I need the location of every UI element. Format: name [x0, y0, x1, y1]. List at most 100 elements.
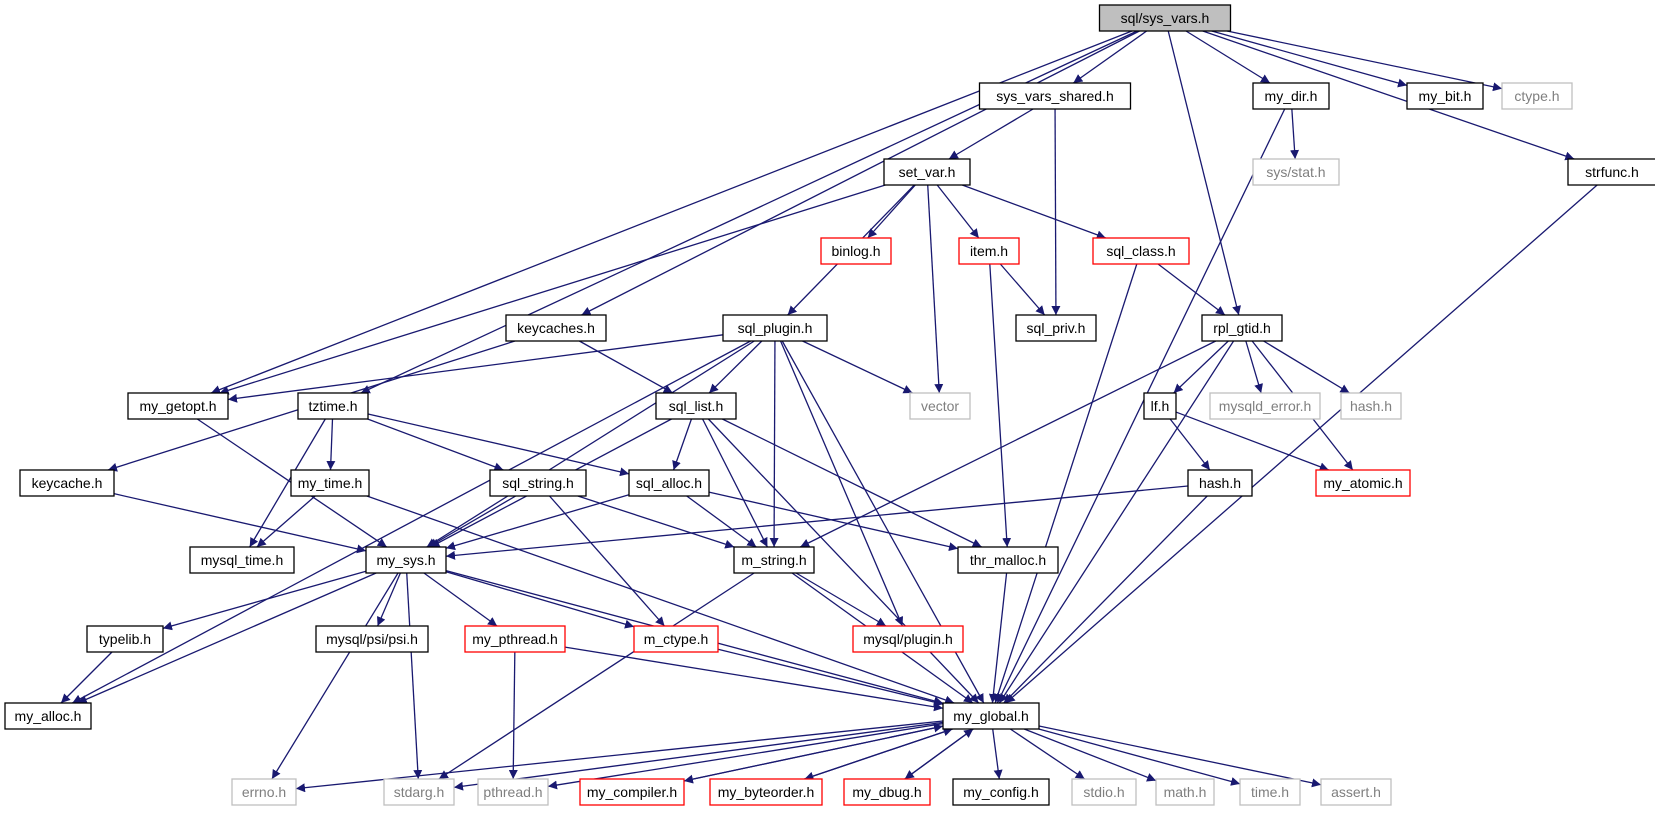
edge-sql_alloc-to-my_sys	[445, 494, 630, 551]
node-label: ctype.h	[1514, 88, 1559, 104]
edge-sql_plugin-to-my_alloc	[72, 340, 751, 704]
node-sql-plugin[interactable]: sql_plugin.h	[722, 314, 828, 342]
node-my-dir[interactable]: my_dir.h	[1252, 82, 1330, 110]
node-label: my_global.h	[953, 708, 1029, 724]
node-binlog[interactable]: binlog.h	[820, 237, 892, 265]
node-label: my_config.h	[963, 784, 1038, 800]
node-set-var[interactable]: set_var.h	[883, 158, 971, 186]
node-sql-priv[interactable]: sql_priv.h	[1015, 314, 1097, 342]
node-mysql-plugin[interactable]: mysql/plugin.h	[852, 625, 964, 653]
edge-lf-to-hash	[1169, 418, 1211, 471]
node-m-ctype[interactable]: m_ctype.h	[633, 625, 719, 653]
node-sys-vars[interactable]: sql/sys_vars.h	[1098, 4, 1232, 32]
node-ctype: ctype.h	[1501, 82, 1573, 110]
node-my-dbug[interactable]: my_dbug.h	[843, 778, 931, 806]
node-my-sys[interactable]: my_sys.h	[365, 546, 447, 574]
node-label: item.h	[970, 243, 1008, 259]
node-my-compiler[interactable]: my_compiler.h	[579, 778, 685, 806]
node-my-getopt[interactable]: my_getopt.h	[127, 392, 229, 420]
edge-tztime-to-my_time	[326, 418, 336, 471]
edge-my_dbug-to-my_global	[904, 728, 974, 780]
node-strfunc[interactable]: strfunc.h	[1567, 158, 1655, 186]
node-lf[interactable]: lf.h	[1143, 392, 1177, 420]
edge-sql_plugin-to-sql_list	[708, 340, 763, 394]
node-box	[505, 314, 607, 342]
node-box	[1187, 469, 1253, 497]
edge-sys_vars-to-keycaches	[581, 30, 1140, 316]
node-label: sql_plugin.h	[738, 320, 813, 336]
node-box	[1098, 4, 1232, 32]
edge-rpl_gtid-to-lf	[1173, 340, 1229, 394]
edge-sql_plugin-to-my_sys	[426, 340, 755, 548]
edge-sql_alloc-to-m_string	[686, 495, 757, 548]
node-my-global[interactable]: my_global.h	[942, 702, 1040, 730]
node-box	[189, 546, 295, 574]
node-sql-string[interactable]: sql_string.h	[489, 469, 587, 497]
edge-my_time-to-mysql_time	[256, 495, 316, 548]
node-assert: assert.h	[1320, 778, 1392, 806]
edge-rpl_gtid-to-hash_gray	[1263, 340, 1350, 394]
node-thr-malloc[interactable]: thr_malloc.h	[957, 546, 1059, 574]
edge-my_global-to-math	[1023, 728, 1157, 782]
node-sql-list[interactable]: sql_list.h	[655, 392, 737, 420]
node-label: hash.h	[1350, 398, 1392, 414]
node-box	[843, 778, 931, 806]
node-box	[297, 392, 369, 420]
node-label: keycaches.h	[517, 320, 595, 336]
node-my-alloc[interactable]: my_alloc.h	[4, 702, 92, 730]
node-box	[978, 82, 1132, 110]
edge-my_byteorder-to-my_global	[804, 727, 953, 780]
node-label: m_string.h	[741, 552, 806, 568]
node-my-bit[interactable]: my_bit.h	[1406, 82, 1484, 110]
node-label: hash.h	[1199, 475, 1241, 491]
node-my-time[interactable]: my_time.h	[290, 469, 370, 497]
node-box	[1315, 469, 1411, 497]
edge-sys_vars-to-my_bit	[1211, 30, 1408, 88]
node-keycaches[interactable]: keycaches.h	[505, 314, 607, 342]
node-typelib[interactable]: typelib.h	[86, 625, 164, 653]
node-psi[interactable]: mysql/psi/psi.h	[315, 625, 429, 653]
node-tztime[interactable]: tztime.h	[297, 392, 369, 420]
node-box	[86, 625, 164, 653]
node-my-atomic[interactable]: my_atomic.h	[1315, 469, 1411, 497]
node-box	[1201, 314, 1283, 342]
edge-my_global-to-stdarg	[453, 721, 944, 791]
edge-set_var-to-vector	[927, 184, 944, 394]
node-my-config[interactable]: my_config.h	[952, 778, 1050, 806]
edge-my_dir-to-sys_stat	[1290, 108, 1300, 160]
node-box	[958, 237, 1020, 265]
edge-item-to-thr_malloc	[989, 263, 1012, 548]
node-label: mysqld_error.h	[1219, 398, 1312, 414]
edge-sql_plugin-to-my_getopt	[227, 334, 724, 403]
node-my-pthread[interactable]: my_pthread.h	[464, 625, 566, 653]
edge-strfunc-to-my_global	[1005, 184, 1598, 704]
edge-tztime-to-mysql_time	[249, 418, 326, 548]
node-label: pthread.h	[483, 784, 542, 800]
node-sql-alloc[interactable]: sql_alloc.h	[628, 469, 710, 497]
node-my-byteorder[interactable]: my_byteorder.h	[709, 778, 823, 806]
node-rpl-gtid[interactable]: rpl_gtid.h	[1201, 314, 1283, 342]
node-label: my_sys.h	[376, 552, 435, 568]
node-hash[interactable]: hash.h	[1187, 469, 1253, 497]
edge-item-to-sql_priv	[999, 263, 1046, 316]
node-m-string[interactable]: m_string.h	[733, 546, 815, 574]
node-label: my_bit.h	[1419, 88, 1472, 104]
edge-set_var-to-sql_class	[961, 184, 1107, 240]
node-label: sql_class.h	[1106, 243, 1175, 259]
node-mysql-time[interactable]: mysql_time.h	[189, 546, 295, 574]
node-box	[477, 778, 549, 806]
edge-my_sys-to-psi	[376, 572, 402, 627]
node-item[interactable]: item.h	[958, 237, 1020, 265]
node-label: lf.h	[1151, 398, 1170, 414]
node-label: typelib.h	[99, 631, 151, 647]
node-label: stdarg.h	[394, 784, 445, 800]
edge-set_var-to-my_getopt	[219, 184, 886, 395]
node-sql-class[interactable]: sql_class.h	[1092, 237, 1190, 265]
node-sys-vars-shared[interactable]: sys_vars_shared.h	[978, 82, 1132, 110]
node-box	[1567, 158, 1655, 186]
node-keycache[interactable]: keycache.h	[19, 469, 115, 497]
edge-rpl_gtid-to-mysqld_error	[1245, 340, 1263, 394]
node-box	[1320, 778, 1392, 806]
